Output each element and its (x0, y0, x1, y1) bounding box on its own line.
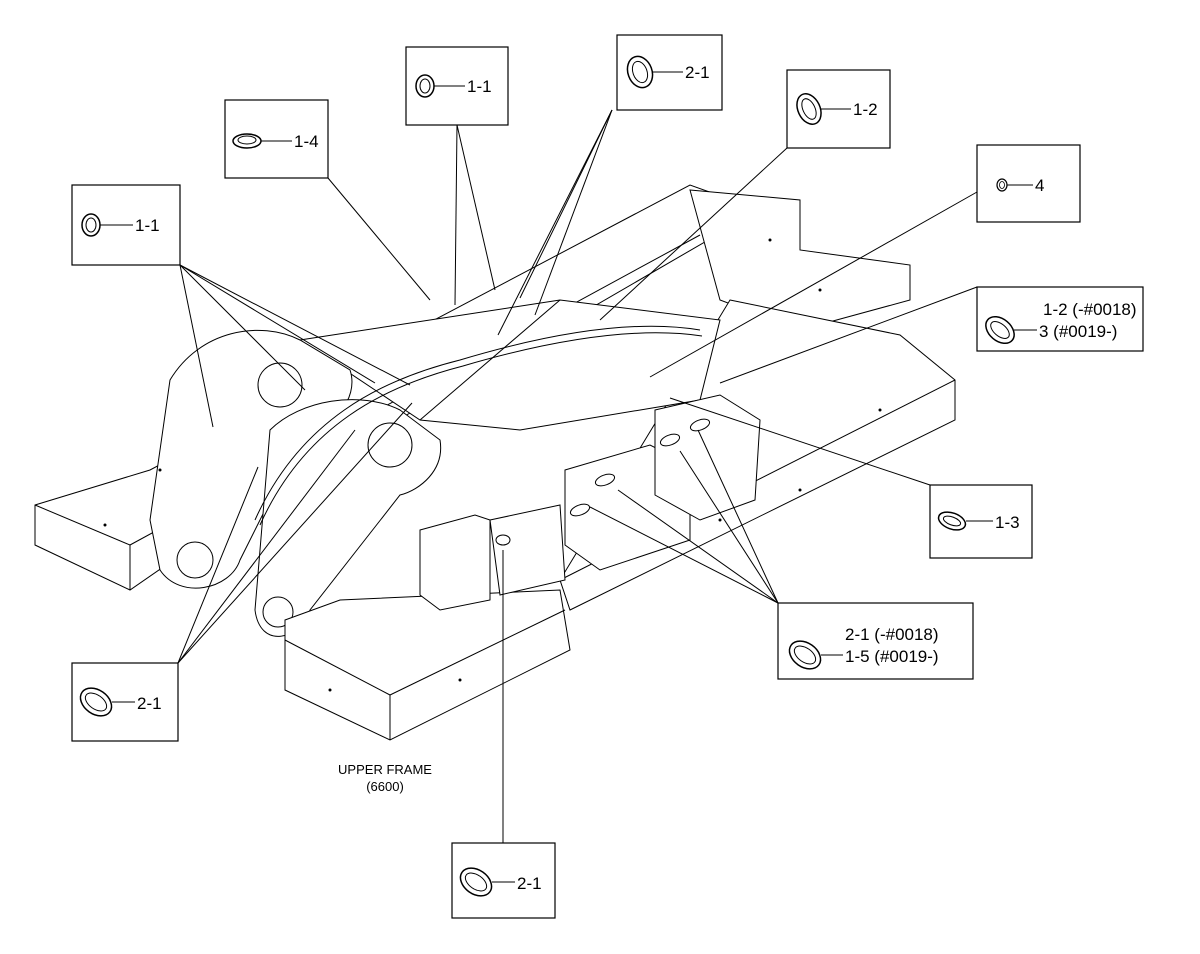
callout-2-1-bottom: 2-1 (451, 842, 556, 919)
caption-line-2: (6600) (366, 779, 404, 794)
oval-grommet-icon (788, 640, 822, 670)
callout-label-a: 2-1 (-#0018) (845, 625, 939, 644)
callout-4: 4 (976, 144, 1081, 223)
callout-label-b: 3 (#0019-) (1039, 322, 1117, 341)
callout-label: 1-1 (135, 216, 160, 235)
oval-grommet-icon (796, 93, 822, 125)
upper-frame-drawing (34, 184, 956, 741)
callout-label: 1-3 (995, 513, 1020, 532)
callout-1-1-left: 1-1 (71, 184, 181, 266)
callout-label: 2-1 (685, 63, 710, 82)
callout-2-1-left: 2-1 (71, 662, 179, 742)
oval-grommet-icon (626, 55, 654, 89)
callout-label: 1-2 (853, 100, 878, 119)
slot-grommet-icon (937, 511, 967, 531)
callout-label: 1-1 (467, 77, 492, 96)
small-plug-icon (996, 178, 1008, 192)
frame-caption: UPPER FRAME (6600) (338, 762, 432, 794)
callout-2-1-1-5-mid: 2-1 (-#0018) 1-5 (#0019-) (777, 602, 974, 680)
callout-1-2-top: 1-2 (786, 69, 891, 149)
callout-label: 2-1 (137, 694, 162, 713)
callout-1-4: 1-4 (224, 99, 329, 179)
round-grommet-icon (81, 213, 101, 237)
callout-label-b: 1-5 (#0019-) (845, 647, 939, 666)
round-grommet-icon (415, 74, 435, 98)
callout-2-1-top: 2-1 (616, 34, 723, 111)
callout-label: 1-4 (294, 132, 319, 151)
oval-grommet-icon (79, 687, 113, 717)
callout-label: 4 (1035, 176, 1044, 195)
round-grommet-icon (232, 133, 262, 149)
caption-line-1: UPPER FRAME (338, 762, 432, 777)
callout-1-1-top: 1-1 (405, 46, 509, 126)
oval-grommet-icon (459, 867, 493, 897)
callout-label: 2-1 (517, 874, 542, 893)
callout-label-a: 1-2 (-#0018) (1043, 300, 1137, 319)
callout-1-2-3-right: 1-2 (-#0018) 3 (#0019-) (976, 286, 1144, 352)
callout-1-3: 1-3 (929, 484, 1033, 559)
leader-lines (177, 109, 978, 843)
oval-grommet-icon (985, 315, 1015, 345)
